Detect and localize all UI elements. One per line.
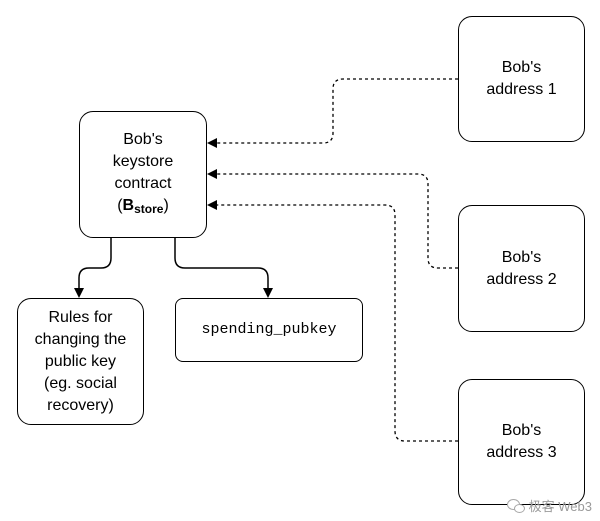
keystore-line3: contract [114, 175, 172, 192]
edge-keystore-to-rules [78, 238, 112, 290]
edge-address1-to-keystore [215, 78, 458, 144]
arrowhead-address3 [207, 200, 217, 210]
paren-close: ) [163, 197, 169, 214]
watermark: 极客 Web3 [506, 496, 592, 515]
rules-line3: public key [44, 352, 117, 370]
address3-line2: address 3 [486, 444, 557, 461]
address2-line2: address 2 [486, 270, 557, 288]
wechat-icon [506, 498, 525, 513]
rules-line1: Rules for [48, 308, 113, 326]
arrowhead-rules [74, 288, 84, 298]
rules-line4: (eg. social [44, 374, 117, 392]
address3-node: Bob's address 3 [458, 379, 585, 505]
address1-line1: Bob's [501, 59, 542, 76]
arrowhead-address2 [207, 169, 217, 179]
keystore-subscript: store [134, 202, 164, 216]
rules-node: Rules for changing the public key (eg. s… [17, 298, 144, 425]
rules-line2: changing the [34, 330, 127, 348]
keystore-symbol: B [122, 197, 135, 214]
spending-pubkey-label: spending_pubkey [201, 321, 337, 338]
edge-address2-to-keystore [215, 173, 458, 269]
keystore-contract-node: Bob's keystore contract (Bstore) [79, 111, 207, 238]
address2-node: Bob's address 2 [458, 205, 585, 332]
arrowhead-address1 [207, 138, 217, 148]
address2-line1: Bob's [501, 248, 542, 266]
keystore-line4: (Bstore) [113, 195, 173, 220]
keystore-line2: keystore [112, 153, 174, 170]
address1-line2: address 1 [486, 81, 557, 98]
arrowhead-pubkey [263, 288, 273, 298]
watermark-text: 极客 Web3 [528, 499, 592, 514]
rules-line5: recovery) [47, 396, 114, 414]
keystore-line1: Bob's [123, 131, 163, 148]
spending-pubkey-node: spending_pubkey [175, 298, 363, 362]
address3-line1: Bob's [501, 422, 542, 439]
paren-open: ( [117, 197, 123, 214]
address1-node: Bob's address 1 [458, 16, 585, 142]
edge-keystore-to-pubkey [174, 238, 269, 290]
